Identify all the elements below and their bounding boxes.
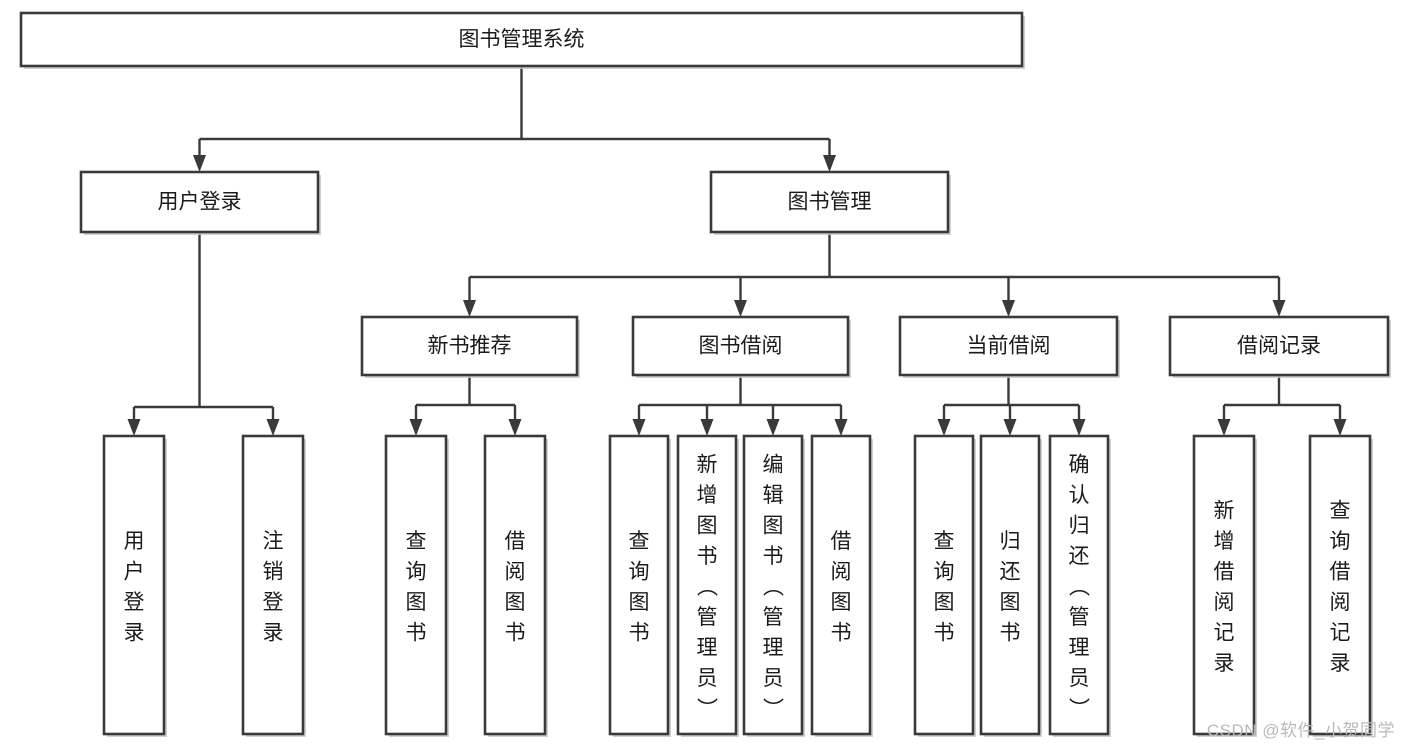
arrow-head-icon	[937, 419, 951, 436]
arrow-head-icon	[632, 419, 646, 436]
node-leaf-borrow-borrow-book[interactable]: 借阅图书	[810, 434, 873, 737]
node-label: 借阅图书	[505, 530, 526, 645]
node-box[interactable]	[1168, 315, 1390, 377]
node-box[interactable]	[360, 315, 579, 377]
node-box[interactable]	[19, 11, 1024, 68]
node-book-borrow[interactable]: 图书借阅	[631, 315, 851, 378]
node-leaf-rec-add-record[interactable]: 新增借阅记录	[1192, 434, 1257, 737]
node-box[interactable]	[79, 170, 320, 234]
arrow-head-icon	[409, 419, 423, 436]
node-leaf-user-logout[interactable]: 注销登录	[241, 434, 306, 737]
node-label: 查询图书	[629, 530, 650, 645]
node-label: 查询图书	[934, 530, 955, 645]
node-label: 借阅记录	[1237, 335, 1321, 358]
arrow-head-icon	[766, 419, 780, 436]
arrow-head-icon	[1003, 419, 1017, 436]
node-box[interactable]	[241, 434, 305, 736]
node-leaf-rec-query-record[interactable]: 查询借阅记录	[1308, 434, 1373, 737]
node-label: 图书管理系统	[459, 28, 585, 51]
node-label: 用户登录	[158, 191, 242, 214]
node-leaf-cur-confirm-return[interactable]: 确认归还（管理员）	[1048, 434, 1111, 737]
arrow-head-icon	[734, 300, 747, 317]
node-label: 图书借阅	[699, 335, 783, 358]
node-label: 查询图书	[406, 530, 427, 645]
node-current-borrow[interactable]: 当前借阅	[898, 315, 1120, 378]
connector-layer	[127, 66, 1347, 436]
arrow-head-icon	[266, 419, 280, 436]
arrow-head-icon	[823, 155, 836, 172]
node-book-manage[interactable]: 图书管理	[709, 170, 951, 235]
arrow-head-icon	[1217, 419, 1231, 436]
node-box[interactable]	[979, 434, 1041, 736]
node-label: 借阅图书	[831, 530, 852, 645]
node-box[interactable]	[1192, 434, 1256, 736]
node-box[interactable]	[676, 434, 738, 736]
node-label: 注销登录	[263, 530, 284, 645]
node-label: 新书推荐	[428, 335, 512, 358]
node-label: 归还图书	[1000, 530, 1021, 645]
node-label: 当前借阅	[967, 335, 1051, 358]
node-leaf-rec-query-book[interactable]: 查询图书	[384, 434, 449, 737]
node-box[interactable]	[483, 434, 547, 736]
node-box[interactable]	[742, 434, 804, 736]
node-box[interactable]	[631, 315, 850, 377]
node-leaf-borrow-add-book[interactable]: 新增图书（管理员）	[676, 434, 739, 737]
node-leaf-borrow-edit-book[interactable]: 编辑图书（管理员）	[742, 434, 805, 737]
arrow-head-icon	[127, 419, 141, 436]
arrow-head-icon	[1072, 419, 1086, 436]
node-box[interactable]	[709, 170, 950, 234]
node-label: 用户登录	[124, 530, 145, 645]
arrow-head-icon	[834, 419, 848, 436]
node-box[interactable]	[1048, 434, 1110, 736]
node-box[interactable]	[913, 434, 975, 736]
node-label: 新增图书（管理员）	[697, 454, 719, 721]
node-box[interactable]	[898, 315, 1119, 377]
node-leaf-rec-borrow-book[interactable]: 借阅图书	[483, 434, 548, 737]
node-box[interactable]	[102, 434, 166, 736]
arrow-head-icon	[1002, 300, 1015, 317]
node-label: 查询借阅记录	[1330, 499, 1351, 675]
arrow-head-icon	[1272, 300, 1286, 317]
arrow-head-icon	[193, 155, 206, 172]
node-root[interactable]: 图书管理系统	[19, 11, 1025, 69]
node-leaf-cur-query-book[interactable]: 查询图书	[913, 434, 976, 737]
arrow-head-icon	[700, 419, 714, 436]
node-new-book-rec[interactable]: 新书推荐	[360, 315, 580, 378]
node-leaf-cur-return-book[interactable]: 归还图书	[979, 434, 1042, 737]
node-label: 确认归还（管理员）	[1069, 454, 1091, 721]
node-leaf-borrow-query-book[interactable]: 查询图书	[608, 434, 671, 737]
arrow-head-icon	[1333, 419, 1347, 436]
node-user-login[interactable]: 用户登录	[79, 170, 321, 235]
arrow-head-icon	[463, 300, 476, 317]
node-label: 编辑图书（管理员）	[763, 454, 785, 721]
node-box[interactable]	[810, 434, 872, 736]
node-borrow-record[interactable]: 借阅记录	[1168, 315, 1391, 378]
node-label: 新增借阅记录	[1214, 499, 1235, 675]
node-box[interactable]	[384, 434, 448, 736]
node-label: 图书管理	[788, 191, 872, 214]
node-layer: 图书管理系统用户登录图书管理新书推荐图书借阅当前借阅借阅记录用户登录注销登录查询…	[19, 11, 1391, 737]
node-box[interactable]	[608, 434, 670, 736]
node-leaf-user-login[interactable]: 用户登录	[102, 434, 167, 737]
arrow-head-icon	[508, 419, 522, 436]
node-box[interactable]	[1308, 434, 1372, 736]
